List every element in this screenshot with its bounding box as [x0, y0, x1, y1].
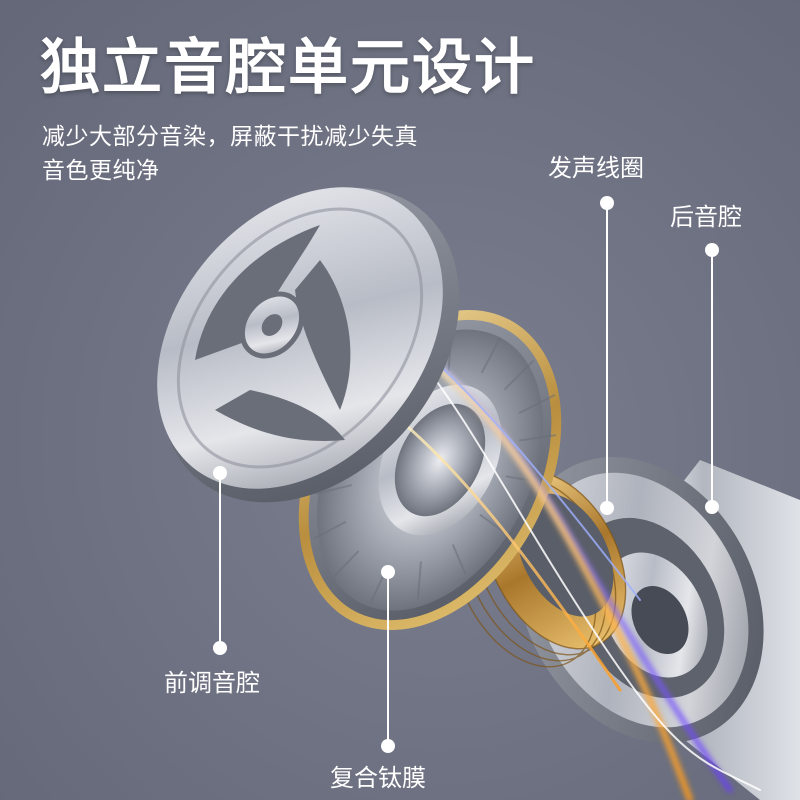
callout-leader-lines — [219, 203, 713, 746]
front-chamber-bottom-dot — [213, 641, 227, 655]
label-voice-coil: 发声线圈 — [548, 154, 644, 182]
label-diaphragm: 复合钛膜 — [330, 764, 426, 792]
voice-coil-top-dot — [600, 196, 614, 210]
label-rear-chamber: 后音腔 — [670, 203, 742, 231]
rear-chamber-anchor-dot — [705, 500, 719, 514]
rear-chamber-top-dot — [705, 243, 719, 257]
callout-dots — [213, 196, 719, 753]
headline: 独立音腔单元设计 — [40, 33, 536, 103]
subheadline-line-1: 减少大部分音染，屏蔽干扰减少失真 — [42, 124, 418, 150]
front-tuning-chamber-cover — [157, 187, 460, 503]
label-front-chamber: 前调音腔 — [164, 669, 260, 697]
voice-coil-anchor-dot — [600, 501, 614, 515]
subheadline-line-2: 音色更纯净 — [42, 158, 160, 184]
diaphragm-bottom-dot — [381, 739, 395, 753]
diaphragm-anchor-dot — [381, 565, 395, 579]
front-chamber-anchor-dot — [213, 466, 227, 480]
